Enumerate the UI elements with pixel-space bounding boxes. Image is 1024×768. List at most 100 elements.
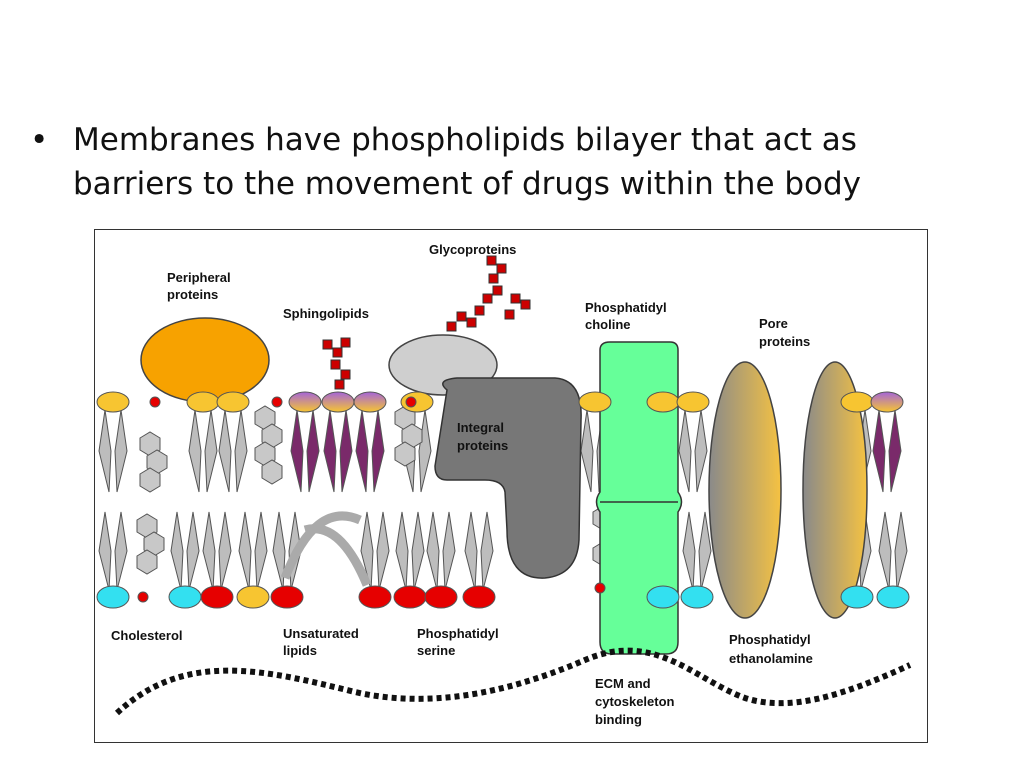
cholesterol-upper-right <box>394 405 423 467</box>
bullet-line-1: Membranes have phospholipids bilayer tha… <box>73 122 857 158</box>
upper-head-5 <box>353 391 387 413</box>
upper-tail-1-a <box>188 409 202 493</box>
upper-tail-5-a <box>355 409 369 493</box>
lower-tail-8-b <box>480 511 494 591</box>
lipid-heads <box>96 391 910 609</box>
label-phosphatidyl-choline-2: choline <box>585 317 631 332</box>
diagram-labels: Glycoproteins Peripheral proteins Sphing… <box>111 242 813 727</box>
upper-tail-4-a <box>323 409 337 493</box>
pore-protein-right <box>802 361 868 619</box>
integral-protein <box>434 377 582 579</box>
lower-tail-10-a <box>682 511 696 591</box>
lower-head-7 <box>424 585 458 609</box>
upper-tail-3-b <box>306 409 320 493</box>
upper-tail-3-a <box>290 409 304 493</box>
upper-tail-0-b <box>114 409 128 493</box>
lower-tail-0-b <box>114 511 128 591</box>
label-peripheral-2: proteins <box>167 287 218 302</box>
label-unsaturated-1: Unsaturated <box>283 626 359 641</box>
lower-tail-5-b <box>376 511 390 591</box>
upper-head-8 <box>646 391 680 413</box>
label-cholesterol: Cholesterol <box>111 628 183 643</box>
lower-tail-2-a <box>202 511 216 591</box>
label-phosphatidyl-ethanolamine-2: ethanolamine <box>729 651 813 666</box>
cholesterol-lower-left <box>136 513 165 575</box>
label-phosphatidyl-choline-1: Phosphatidyl <box>585 300 667 315</box>
label-pore-1: Pore <box>759 316 788 331</box>
lower-head-10 <box>680 585 714 609</box>
lower-tail-6-a <box>395 511 409 591</box>
label-sphingolipids: Sphingolipids <box>283 306 369 321</box>
cholesterol-upper-mid <box>254 405 283 485</box>
cholesterol-oh-lower-right <box>594 582 606 594</box>
upper-head-3 <box>288 391 322 413</box>
glycoprotein-sugar-chain <box>446 255 531 332</box>
lower-tail-4-a <box>272 511 286 591</box>
lower-tail-7-a <box>426 511 440 591</box>
label-glycoproteins: Glycoproteins <box>429 242 516 257</box>
upper-tail-11-b <box>888 409 902 493</box>
label-phosphatidyl-ethanolamine-1: Phosphatidyl <box>729 632 811 647</box>
lower-tail-1-a <box>170 511 184 591</box>
cholesterol-oh-2 <box>405 396 417 408</box>
lower-head-5 <box>358 585 392 609</box>
phosphatidyl-choline-channel <box>595 341 683 655</box>
lower-tail-0-a <box>98 511 112 591</box>
upper-tail-7-a <box>580 409 594 493</box>
label-phosphatidyl-serine-2: serine <box>417 643 455 658</box>
upper-tail-0-a <box>98 409 112 493</box>
upper-head-7 <box>578 391 612 413</box>
lower-head-9 <box>646 585 680 609</box>
upper-tail-4-b <box>339 409 353 493</box>
label-pore-2: proteins <box>759 334 810 349</box>
label-ecm-3: binding <box>595 712 642 727</box>
upper-tail-9-b <box>694 409 708 493</box>
lower-head-0 <box>96 585 130 609</box>
label-phosphatidyl-serine-1: Phosphatidyl <box>417 626 499 641</box>
lower-head-6 <box>393 585 427 609</box>
bullet-symbol: • <box>30 122 49 158</box>
label-integral-2: proteins <box>457 438 508 453</box>
label-unsaturated-2: lipids <box>283 643 317 658</box>
upper-tail-6-b <box>418 409 432 493</box>
peripheral-protein <box>140 317 270 403</box>
bullet-line-2: barriers to the movement of drugs within… <box>73 166 862 202</box>
sphingolipid-sugar-chain <box>322 337 351 390</box>
upper-tail-11-a <box>872 409 886 493</box>
label-ecm-2: cytoskeleton <box>595 694 675 709</box>
lower-tail-7-b <box>442 511 456 591</box>
upper-head-4 <box>321 391 355 413</box>
upper-head-10 <box>840 391 874 413</box>
cholesterol-oh-1 <box>271 396 283 408</box>
unsaturated-tail-right <box>303 524 372 587</box>
lower-tail-6-b <box>411 511 425 591</box>
upper-head-1 <box>186 391 220 413</box>
bullet-point: • Membranes have phospholipids bilayer t… <box>30 118 990 206</box>
lower-tail-12-a <box>878 511 892 591</box>
cholesterol-oh-0 <box>149 396 161 408</box>
pore-protein-left <box>708 361 782 619</box>
lower-tail-1-b <box>186 511 200 591</box>
upper-tail-1-b <box>204 409 218 493</box>
lower-head-3 <box>236 585 270 609</box>
upper-tail-2-b <box>234 409 248 493</box>
upper-head-0 <box>96 391 130 413</box>
lower-head-8 <box>462 585 496 609</box>
upper-head-2 <box>216 391 250 413</box>
lower-tail-3-b <box>254 511 268 591</box>
cholesterol-upper-left <box>139 431 168 493</box>
upper-tail-2-a <box>218 409 232 493</box>
upper-head-11 <box>870 391 904 413</box>
label-integral-1: Integral <box>457 420 504 435</box>
lower-head-1 <box>168 585 202 609</box>
lower-tail-8-a <box>464 511 478 591</box>
lower-tail-2-b <box>218 511 232 591</box>
label-peripheral-1: Peripheral <box>167 270 231 285</box>
upper-tail-9-a <box>678 409 692 493</box>
upper-tail-5-b <box>371 409 385 493</box>
lower-head-2 <box>200 585 234 609</box>
membrane-svg: Glycoproteins Peripheral proteins Sphing… <box>96 242 912 727</box>
lower-head-11 <box>840 585 874 609</box>
lower-tail-12-b <box>894 511 908 591</box>
lower-tail-10-b <box>698 511 712 591</box>
